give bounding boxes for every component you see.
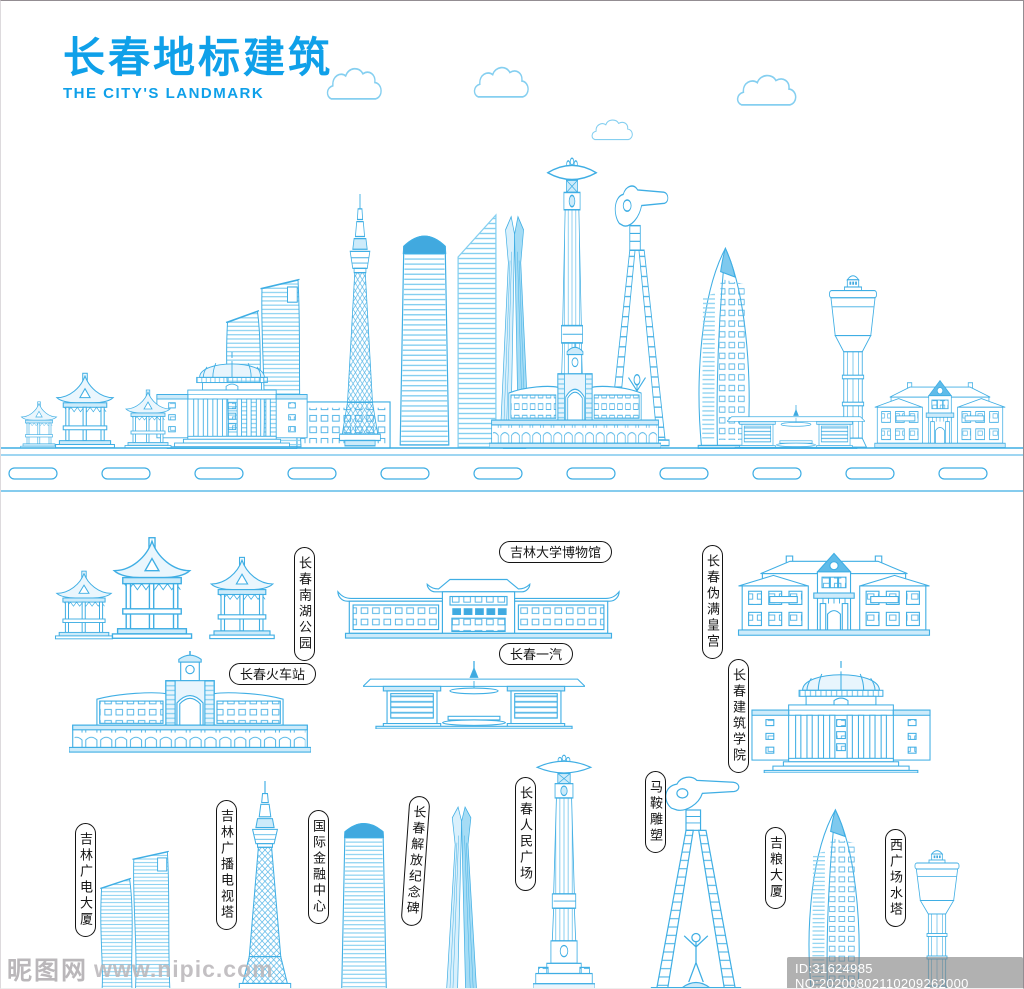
- ifc-tower-icon: [399, 235, 450, 446]
- page-title: 长春地标建筑: [63, 34, 334, 81]
- striped-tower-icon: [457, 214, 497, 448]
- museum-illustration: [337, 578, 620, 639]
- ifc-illustration: [341, 822, 387, 988]
- label-faw: 长春一汽: [499, 643, 574, 665]
- label-institute: 长春建筑学院: [728, 659, 749, 773]
- pavilion-icon: [20, 401, 58, 449]
- label-peoples-square: 长春人民广场: [515, 777, 536, 891]
- cloud-icon: [326, 67, 382, 100]
- page-subtitle: THE CITY'S LANDMARK: [63, 85, 265, 103]
- nipic-url: www.nipic.com: [94, 955, 274, 982]
- label-liberation: 长春解放纪念碑: [400, 795, 431, 927]
- liberation-monument-illustration: [445, 806, 478, 988]
- palace-mansion-icon: [737, 552, 931, 636]
- watermark-id: ID:31624985 NO:20200802110209262000: [787, 957, 1023, 988]
- label-jiliang: 吉粮大厦: [765, 827, 786, 909]
- label-station: 长春火车站: [229, 663, 317, 685]
- ifc-tower-icon: [341, 822, 387, 988]
- palace-illustration: [737, 552, 931, 636]
- label-south-lake: 长春南湖公园: [294, 547, 315, 661]
- institute-illustration: [751, 661, 931, 773]
- watermark-site: 昵图网 www.nipic.com: [7, 951, 274, 987]
- peoples-square-column-icon: [533, 754, 595, 988]
- south-lake-pavilions-illustration: [54, 537, 275, 640]
- cloud-icon: [736, 74, 797, 106]
- pavilion-icon: [55, 372, 115, 449]
- label-ifc: 国际金融中心: [308, 810, 329, 924]
- label-palace: 长春伪满皇宫: [702, 545, 723, 659]
- peoples-square-illustration: [533, 754, 595, 988]
- nipic-logo: 昵图网: [7, 957, 89, 985]
- liberation-monument-icon: [445, 806, 478, 988]
- skyline-illustration: [1, 66, 1023, 492]
- cloud-icon: [473, 66, 529, 98]
- cloud-icon: [591, 119, 633, 141]
- lane-dashes: [8, 467, 988, 480]
- label-museum: 吉林大学博物馆: [499, 541, 613, 563]
- faw-gate-icon: [363, 661, 585, 729]
- palace-mansion-icon: [874, 380, 1006, 448]
- pavilion-icon: [54, 570, 114, 640]
- railway-station-icon: [489, 343, 661, 449]
- pavilion-icon: [209, 556, 275, 640]
- architecture-institute-icon: [751, 661, 931, 773]
- road: [1, 447, 1023, 492]
- label-radio-tv-building: 吉林广电大厦: [75, 823, 96, 937]
- header: 长春地标建筑 THE CITY'S LANDMARK: [63, 34, 334, 103]
- label-water-tower: 西广场水塔: [885, 829, 906, 927]
- faw-illustration: [363, 661, 585, 729]
- museum-icon: [337, 578, 620, 639]
- label-saddle: 马鞍雕塑: [645, 771, 666, 853]
- label-tv-tower: 吉林广播电视塔: [216, 800, 237, 930]
- pavilion-icon: [111, 537, 193, 639]
